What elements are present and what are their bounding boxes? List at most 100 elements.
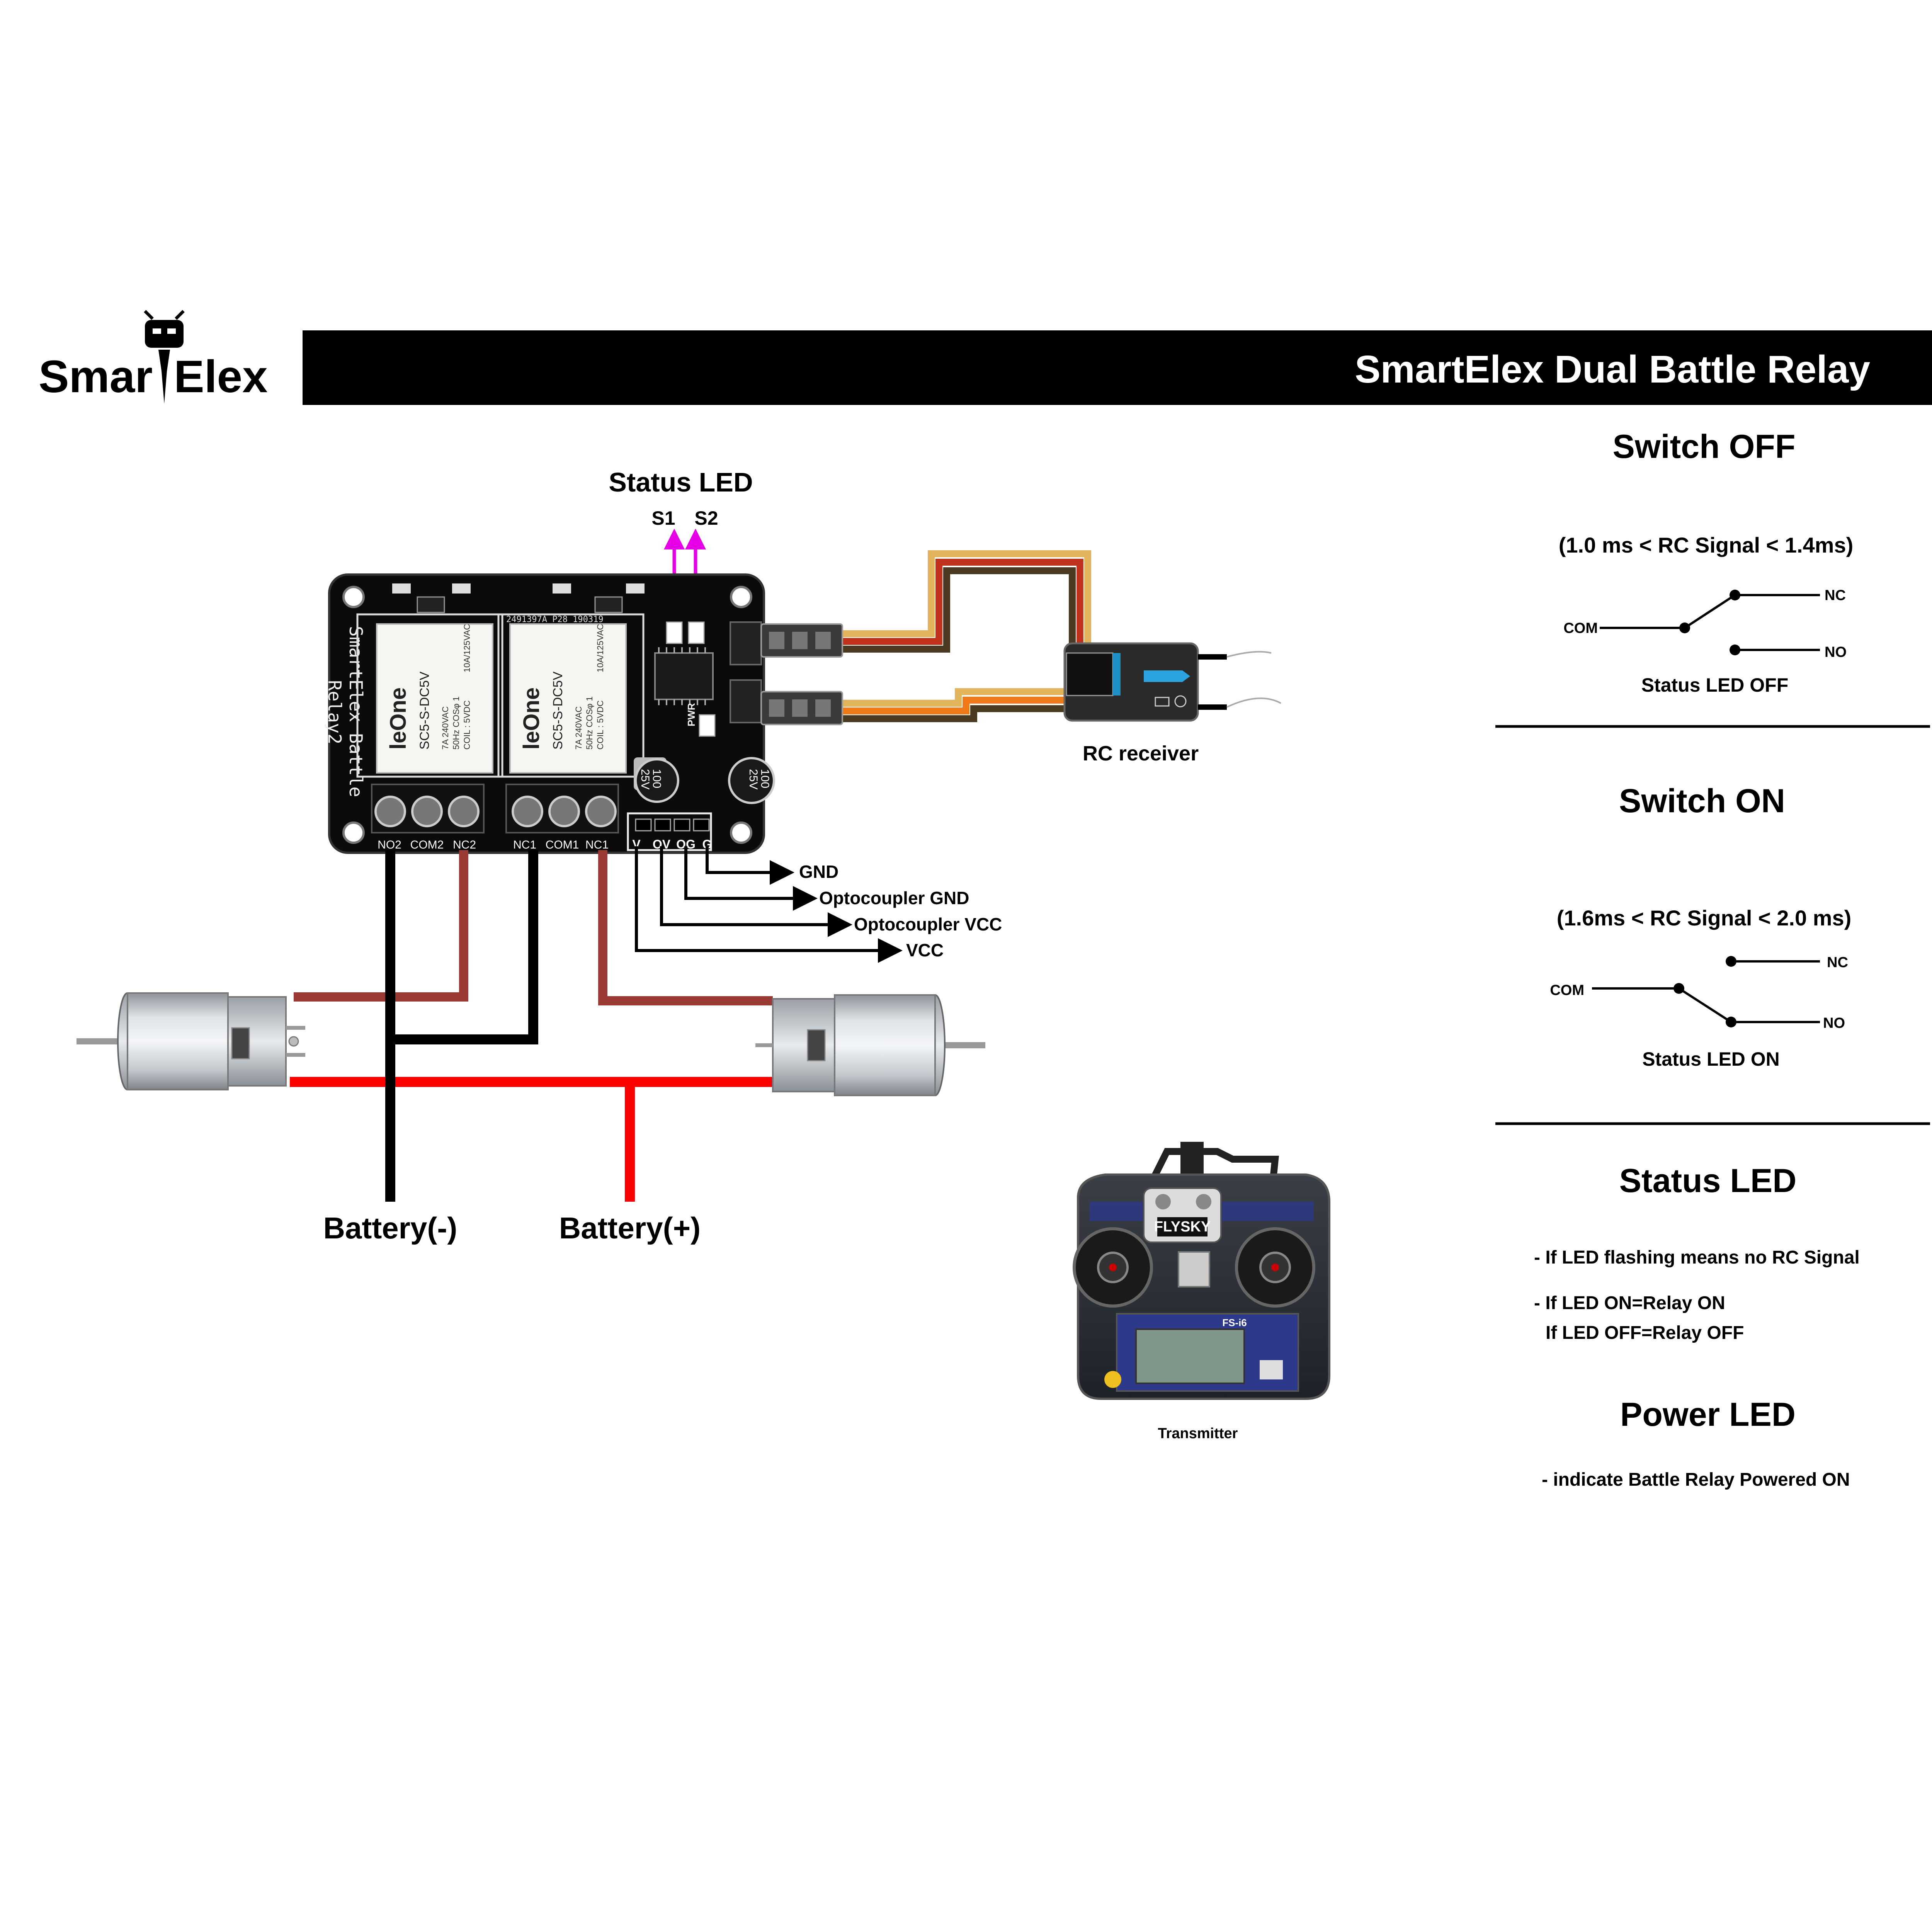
terminal-label-com1: COM1 bbox=[546, 838, 579, 851]
cap2-line2: 25V bbox=[747, 769, 760, 789]
mounting-hole bbox=[342, 821, 365, 844]
relay-board: SmartElex Battle Relay2 2491397A_P28 190… bbox=[324, 573, 775, 854]
status-led-info-line3: If LED OFF=Relay OFF bbox=[1546, 1323, 1744, 1343]
power-header bbox=[627, 812, 712, 851]
terminal-label-no2: NO2 bbox=[378, 838, 401, 851]
tie-icon bbox=[158, 350, 170, 404]
transmitter: FLYSKY FS-i6 bbox=[1073, 1142, 1330, 1400]
relay1-brand: leOne bbox=[519, 687, 544, 750]
switch-on-title: Switch ON bbox=[1619, 782, 1785, 820]
switch-on-panel: Switch ON (1.6ms < RC Signal < 2.0 ms) C… bbox=[1550, 782, 1851, 1070]
nc-node bbox=[1726, 956, 1736, 967]
s1-led bbox=[666, 621, 683, 644]
s1-label: S1 bbox=[651, 507, 675, 529]
relay2-brand: leOne bbox=[386, 687, 411, 750]
robot-head-icon bbox=[144, 310, 185, 404]
switch-off-nc: NC bbox=[1825, 587, 1846, 604]
servo-header-1 bbox=[730, 621, 762, 665]
switch-off-com: COM bbox=[1563, 620, 1598, 636]
battery-negative-label: Battery(-) bbox=[323, 1211, 457, 1245]
switch-on-caption: Status LED ON bbox=[1642, 1048, 1780, 1070]
transmitter-screen bbox=[1135, 1328, 1245, 1384]
switch-off-caption: Status LED OFF bbox=[1641, 674, 1789, 696]
switch-off-schematic bbox=[1600, 594, 1820, 651]
servo-cable-1 bbox=[842, 550, 1091, 653]
mounting-hole bbox=[342, 586, 365, 608]
relay2-rating3: COIL : 5VDC bbox=[462, 700, 472, 750]
dc-motor-right bbox=[755, 994, 985, 1096]
screw-terminal bbox=[374, 796, 617, 827]
header-pin-v: V bbox=[632, 837, 641, 851]
switch-on-nc: NC bbox=[1827, 954, 1848, 971]
no-node bbox=[1726, 1017, 1736, 1027]
header-title: SmartElex Dual Battle Relay bbox=[1355, 348, 1870, 391]
relay1-rating2: 50Hz COSφ 1 bbox=[585, 696, 594, 750]
status-led-info: Status LED - If LED flashing means no RC… bbox=[1534, 1162, 1860, 1343]
relay1-rating3: COIL : 5VDC bbox=[595, 700, 605, 750]
board-name-line1: SmartElex Battle bbox=[345, 626, 366, 797]
callout-gnd: GND bbox=[799, 862, 838, 882]
switch-off-condition: (1.0 ms < RC Signal < 1.4ms) bbox=[1559, 533, 1854, 557]
opto-vcc-callout-line bbox=[660, 846, 852, 937]
power-led-info-title: Power LED bbox=[1620, 1396, 1796, 1433]
status-led-info-line2: - If LED ON=Relay ON bbox=[1534, 1293, 1725, 1313]
mounting-hole bbox=[730, 821, 752, 844]
joystick-right-icon bbox=[1235, 1227, 1315, 1308]
logo-text-right: Elex bbox=[174, 351, 268, 402]
relay2-model: SC5-S-DC5V bbox=[417, 672, 432, 750]
joystick-left-icon bbox=[1073, 1227, 1153, 1308]
antenna-icon bbox=[1198, 654, 1227, 710]
switch-on-no: NO bbox=[1823, 1015, 1845, 1031]
switch-off-panel: Switch OFF (1.0 ms < RC Signal < 1.4ms) … bbox=[1559, 428, 1854, 696]
relay2-rating4: 10A/125VAC bbox=[462, 624, 472, 672]
relay2-rating2: 50Hz COSφ 1 bbox=[451, 696, 461, 750]
dc-motor-left bbox=[77, 992, 305, 1090]
logo-text-left: Smar bbox=[39, 351, 153, 402]
cap1-line2: 25V bbox=[639, 769, 651, 789]
transmitter-brand: FLYSKY bbox=[1154, 1219, 1211, 1235]
terminal-label-com2: COM2 bbox=[410, 838, 444, 851]
opto-gnd-callout-line bbox=[684, 846, 818, 911]
terminal-label-nc2: NC2 bbox=[453, 838, 476, 851]
com-node bbox=[1679, 622, 1690, 633]
mounting-hole bbox=[730, 586, 752, 608]
s2-led bbox=[688, 621, 705, 644]
cap2-line1: 100 bbox=[759, 769, 771, 788]
relay1-rating4: 10A/125VAC bbox=[595, 624, 605, 672]
power-led-info: Power LED - indicate Battle Relay Powere… bbox=[1542, 1396, 1850, 1490]
board-name-line2: Relay2 bbox=[324, 680, 345, 744]
capacitor-1: 100 25V bbox=[634, 757, 679, 803]
capacitor-2: 100 25V bbox=[728, 757, 775, 804]
relay-2: leOne SC5-S-DC5V 7A 240VAC 50Hz COSφ 1 C… bbox=[356, 613, 503, 778]
com-node bbox=[1673, 983, 1684, 994]
rc-receiver bbox=[1063, 642, 1281, 722]
nc-node bbox=[1730, 590, 1740, 600]
power-led-info-line1: - indicate Battle Relay Powered ON bbox=[1542, 1469, 1850, 1490]
servo-cable-2 bbox=[842, 680, 1099, 722]
status-led-info-line1: - If LED flashing means no RC Signal bbox=[1534, 1247, 1860, 1268]
terminal-label-nc1a: NC1 bbox=[513, 838, 536, 851]
transmitter-model: FS-i6 bbox=[1222, 1317, 1247, 1328]
switch-off-title: Switch OFF bbox=[1613, 428, 1796, 465]
switch-on-schematic bbox=[1592, 960, 1820, 1023]
callout-opto-vcc: Optocoupler VCC bbox=[854, 914, 1002, 934]
vcc-callout-line bbox=[635, 846, 903, 963]
switch-on-condition: (1.6ms < RC Signal < 2.0 ms) bbox=[1557, 906, 1852, 930]
relay2-rating1: 7A 240VAC bbox=[440, 706, 450, 750]
gnd-callout-line bbox=[706, 846, 794, 885]
cap1-line1: 100 bbox=[650, 769, 663, 788]
no-node bbox=[1730, 645, 1740, 655]
nc2-wire bbox=[294, 850, 468, 1002]
power-led bbox=[699, 714, 716, 737]
pcb-code: 2491397A_P28 190319 bbox=[506, 615, 604, 624]
relay1-model: SC5-S-DC5V bbox=[551, 672, 565, 750]
status-led-info-title: Status LED bbox=[1619, 1162, 1797, 1199]
callout-opto-gnd: Optocoupler GND bbox=[819, 888, 969, 908]
pin-callouts bbox=[635, 846, 903, 963]
microcontroller-chip bbox=[654, 652, 714, 700]
com1-wire bbox=[390, 850, 538, 1044]
pwr-label: PWR bbox=[685, 703, 697, 726]
rc-receiver-label: RC receiver bbox=[1083, 742, 1199, 765]
transmitter-label: Transmitter bbox=[1158, 1425, 1238, 1442]
